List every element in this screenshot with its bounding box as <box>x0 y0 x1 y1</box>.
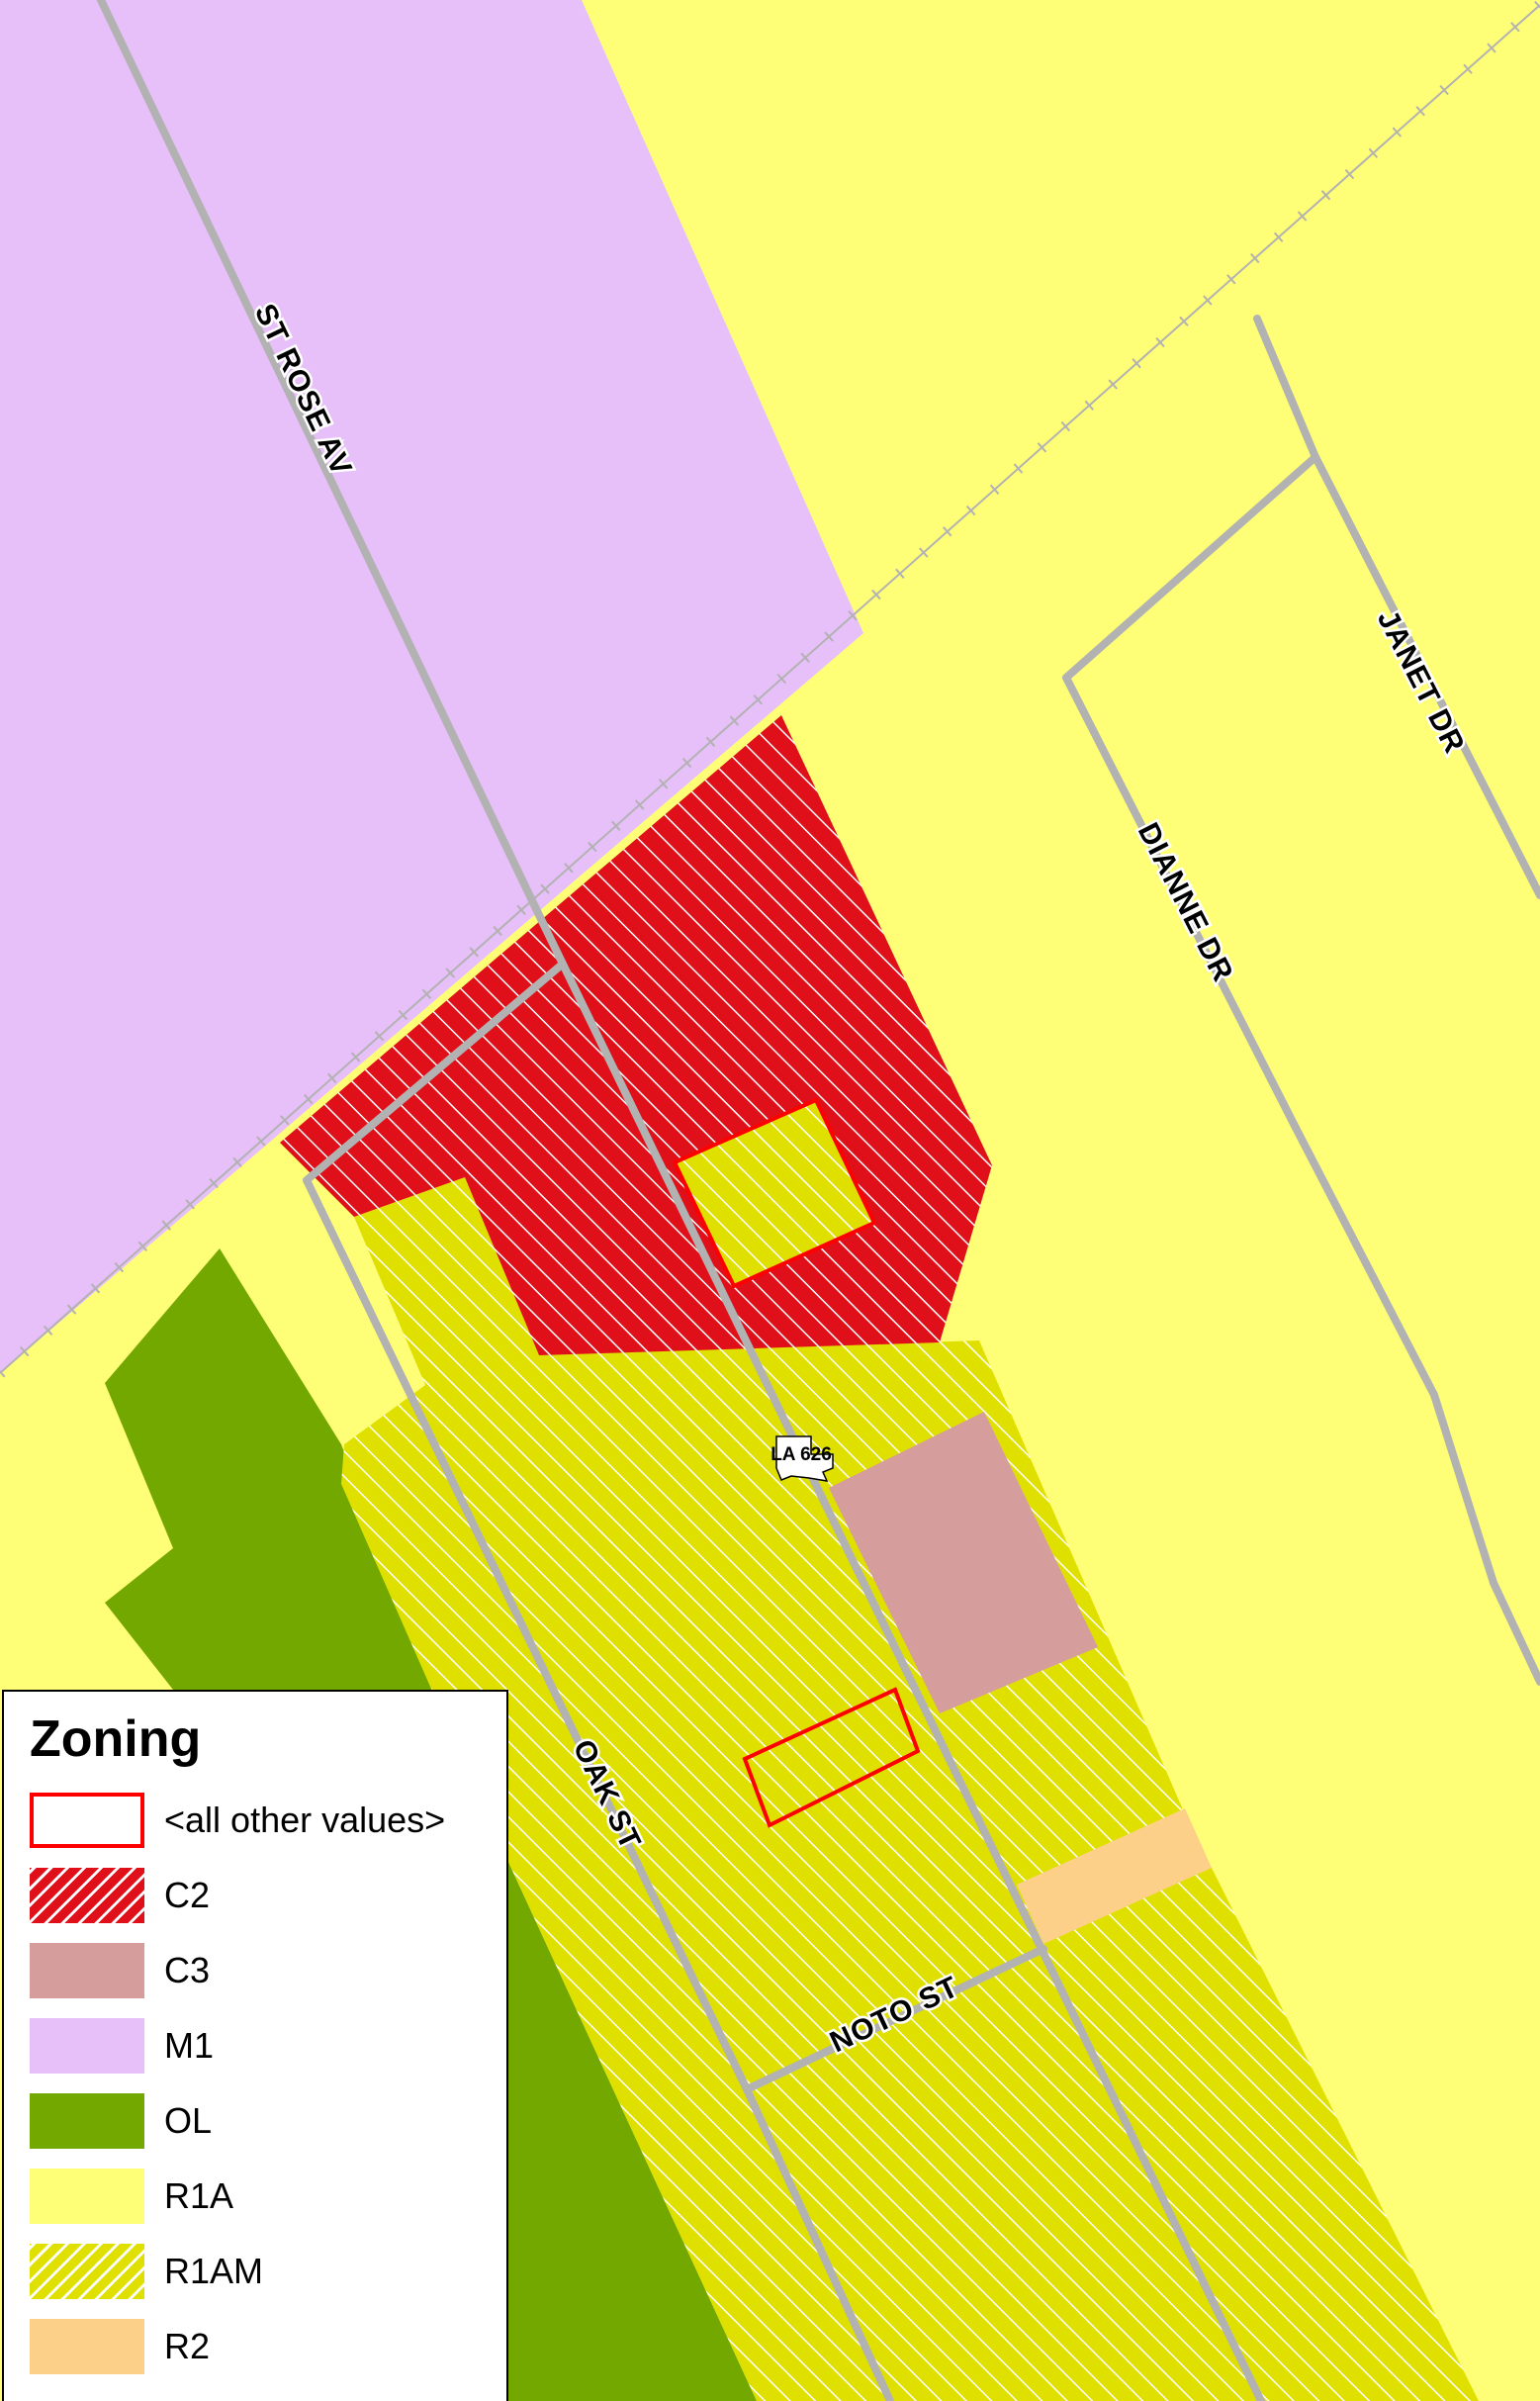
legend-item-r1am: R1AM <box>30 2234 506 2309</box>
legend-title: Zoning <box>30 1710 202 1768</box>
louisiana-state-route-shield-icon: LA 626 <box>770 1435 834 1482</box>
legend-label: R1A <box>164 2175 234 2216</box>
legend-item-m1: M1 <box>30 2008 506 2083</box>
legend-item-r2: R2 <box>30 2309 506 2384</box>
legend: Zoning <all other values> C2 C3 M1 OL <box>2 1690 508 2401</box>
road-oak-st <box>303 961 894 2401</box>
zone-r2 <box>1017 1808 1212 1944</box>
legend-item-c2: C2 <box>30 1858 506 1933</box>
legend-swatch-c3 <box>30 1943 144 1998</box>
road-dianne-dr <box>1062 453 1540 1686</box>
zone-r1am-parcel <box>675 1100 874 1286</box>
road-noto-st <box>743 1945 1047 2093</box>
legend-item-c3: C3 <box>30 1933 506 2008</box>
legend-swatch-r1a <box>30 2169 144 2224</box>
zone-r1am-main <box>341 1177 1479 2401</box>
legend-item-ol: OL <box>30 2083 506 2159</box>
legend-label: C3 <box>164 1950 211 1990</box>
legend-label: C2 <box>164 1875 211 1915</box>
outline-parcel-south <box>742 1687 921 1828</box>
legend-label: R1AM <box>164 2251 264 2291</box>
legend-label: OL <box>164 2100 213 2141</box>
legend-item-r1a: R1A <box>30 2159 506 2234</box>
legend-label: M1 <box>164 2025 215 2066</box>
outline-parcel-north <box>672 1097 877 1289</box>
legend-swatch-r1am <box>30 2244 144 2299</box>
zone-c3 <box>829 1412 1098 1713</box>
legend-swatch-ol <box>30 2093 144 2149</box>
legend-swatch-c2 <box>30 1868 144 1923</box>
legend-items: <all other values> C2 C3 M1 OL R1A <box>30 1783 506 2384</box>
shield-label: LA 626 <box>770 1444 832 1465</box>
road-st-rose-av <box>97 0 1265 2401</box>
railroad-line <box>0 4 1540 1374</box>
legend-label: <all other values> <box>164 1800 446 1840</box>
legend-swatch-r2 <box>30 2319 144 2374</box>
legend-label: R2 <box>164 2326 211 2366</box>
legend-item-all-other-values: <all other values> <box>30 1783 506 1858</box>
legend-swatch-m1 <box>30 2018 144 2074</box>
legend-swatch-all-other-values <box>30 1793 144 1848</box>
zone-ol <box>105 1248 757 2401</box>
